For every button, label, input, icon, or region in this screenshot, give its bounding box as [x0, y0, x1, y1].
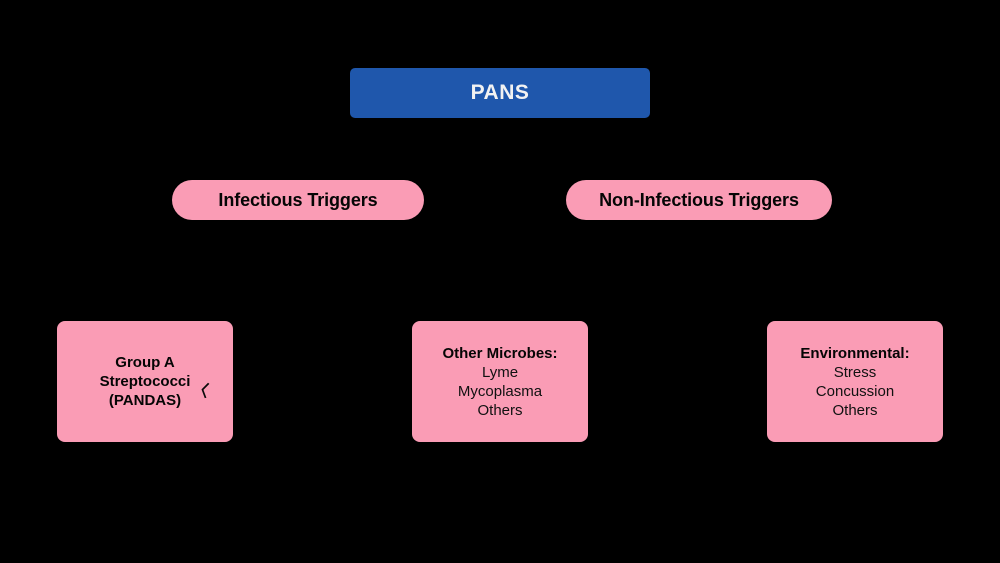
node-pans[interactable]: PANS — [350, 68, 650, 118]
node-other-microbes-item-1: Lyme — [481, 363, 519, 381]
node-environmental-item-3: Others — [832, 401, 878, 419]
node-environmental-title: Environmental: — [800, 344, 910, 362]
node-group-a-streptococci-line-3: (PANDAS) — [108, 392, 182, 409]
node-group-a-streptococci[interactable]: Group A Streptococci (PANDAS) — [57, 321, 233, 442]
node-environmental[interactable]: Environmental: Stress Concussion Others — [767, 321, 943, 442]
node-other-microbes[interactable]: Other Microbes: Lyme Mycoplasma Others — [412, 321, 588, 442]
node-other-microbes-item-2: Mycoplasma — [457, 382, 543, 400]
node-other-microbes-item-3: Others — [477, 401, 523, 419]
node-environmental-item-2: Concussion — [815, 382, 895, 400]
node-pans-label: PANS — [470, 81, 530, 104]
node-infectious-triggers-label: Infectious Triggers — [218, 189, 378, 210]
node-other-microbes-title: Other Microbes: — [442, 344, 558, 362]
node-infectious-triggers[interactable]: Infectious Triggers — [172, 180, 424, 220]
node-non-infectious-triggers[interactable]: Non-Infectious Triggers — [566, 180, 832, 220]
node-non-infectious-triggers-label: Non-Infectious Triggers — [599, 189, 799, 210]
node-group-a-streptococci-line-2: Streptococci — [99, 373, 191, 390]
node-group-a-streptococci-line-1: Group A — [115, 354, 175, 371]
node-environmental-item-1: Stress — [833, 363, 877, 381]
